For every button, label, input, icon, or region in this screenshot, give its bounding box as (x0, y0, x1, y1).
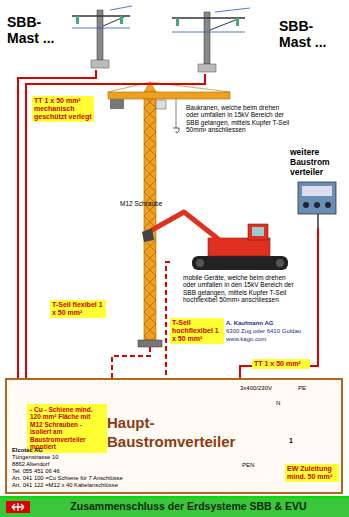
annotation-label: A. Kaufmann AG (226, 320, 273, 327)
drawing-part (110, 99, 124, 109)
mast-node: SBB-Mast ... (3, 4, 133, 70)
annotation-label: Tel. 055 451 06 46 (12, 468, 60, 475)
drawing-part (325, 202, 331, 208)
mast-right (172, 8, 250, 72)
drawing-part (172, 32, 245, 33)
earth-wire (112, 347, 150, 378)
annotation-label: PE (298, 385, 306, 392)
drawing-part (298, 182, 336, 214)
drawing-part (210, 19, 238, 30)
annotation-label: PEN (242, 462, 254, 469)
drawing-part (156, 100, 166, 109)
drawing-part (176, 18, 179, 26)
annotation-label: Art. 041 122 =M12 x 40 Kabelanschlüsse (12, 482, 118, 489)
node-text: - Cu - Schiene mind. 120 mm² Fläche mit … (30, 406, 104, 451)
drawing-part (303, 202, 309, 208)
caption-band-text: Zusammenschluss der Erdsysteme SBB & EVU (36, 500, 341, 512)
drawing-part (192, 256, 288, 270)
drawing-part (215, 8, 250, 12)
drawing-part (91, 60, 109, 68)
annotation-label: EW Zuleitung mind. 50 mm² (285, 464, 339, 482)
drawing-part (0, 496, 349, 517)
drawing-part (314, 202, 320, 208)
annotation-label: N (276, 400, 280, 407)
drawing-part (144, 99, 156, 340)
wire-label: T-Seil hochflexibel 1 x 50 mm² (170, 318, 224, 344)
annotation-label: Art. 041 100 =Cu Schiene für 7 Anschlüss… (12, 475, 123, 482)
annotation-label: 8862 Altendorf (12, 461, 49, 468)
annotation-label: Elcotec AG (12, 447, 43, 454)
earth-wire (18, 70, 96, 378)
drawing-part (103, 17, 124, 26)
mast-node: SBB-Mast ... (165, 4, 345, 74)
mast-left (72, 6, 132, 68)
drawing-part (302, 186, 332, 196)
crane-node: Baukranen, welche beim drehen oder umfal… (122, 88, 178, 347)
annotation-label: Tüngenstrasse 10 (12, 454, 58, 461)
drawing-part (138, 340, 162, 347)
annotation-label: M12 Schraube (120, 200, 164, 207)
drawing-part (12, 503, 24, 511)
annotation-label: 3x400/230V (240, 385, 272, 392)
drawing-part (236, 18, 239, 26)
node-text: weitere Baustrom verteiler (290, 148, 346, 177)
annotation-label: 1 (289, 437, 293, 445)
node-text: Baukranen, welche beim drehen oder umfal… (186, 104, 294, 134)
drawing-part (252, 227, 264, 236)
drawing-part (97, 10, 103, 60)
drawing-part (72, 28, 130, 29)
distribution-box-icon (298, 182, 336, 228)
drawing-part (142, 228, 154, 242)
drawing-part (173, 128, 179, 133)
drawing-part (196, 259, 204, 267)
drawing-part (204, 12, 210, 64)
wire-label: T-Seil flexibel 1 x 50 mm² (50, 300, 106, 318)
excavator (142, 212, 288, 270)
drawing-part (317, 214, 319, 228)
drawing-part (276, 259, 284, 267)
annotation-label: www.kago.com (226, 336, 266, 343)
wire-label: TT 1 x 50 mm² (252, 359, 310, 369)
node-text: SBB-Mast ... (7, 14, 69, 46)
drawing-part (152, 212, 222, 242)
node-text: Haupt- Baustromverteiler (107, 414, 237, 452)
drawing-part (172, 17, 245, 19)
wire-label: TT 1 x 50 mm² mechanisch geschützt verle… (32, 96, 94, 122)
node-text: mobile Geräte, welche beim drehen oder u… (183, 274, 297, 304)
drawing-part (108, 92, 230, 99)
distribution-node: weitere Baustrom verteiler (288, 148, 346, 228)
annotation-label: 6300 Zug oder 6410 Goldau (226, 328, 301, 335)
drawing-part (6, 501, 30, 513)
drawing-part (198, 64, 216, 72)
copper-bar-note: - Cu - Schiene mind. 120 mm² Fläche mit … (27, 404, 107, 453)
node-text: SBB-Mast ... (279, 18, 341, 50)
bottom-band (0, 496, 349, 517)
drawing-part (176, 99, 177, 128)
drawing-part (76, 16, 79, 24)
drawing-part (248, 224, 268, 240)
drawing-part (110, 6, 132, 10)
excavator-node: mobile Geräte, welche beim drehen oder u… (170, 222, 300, 272)
drawing-part (0, 496, 349, 498)
drawing-part (120, 16, 123, 24)
drawing-part (144, 99, 156, 340)
